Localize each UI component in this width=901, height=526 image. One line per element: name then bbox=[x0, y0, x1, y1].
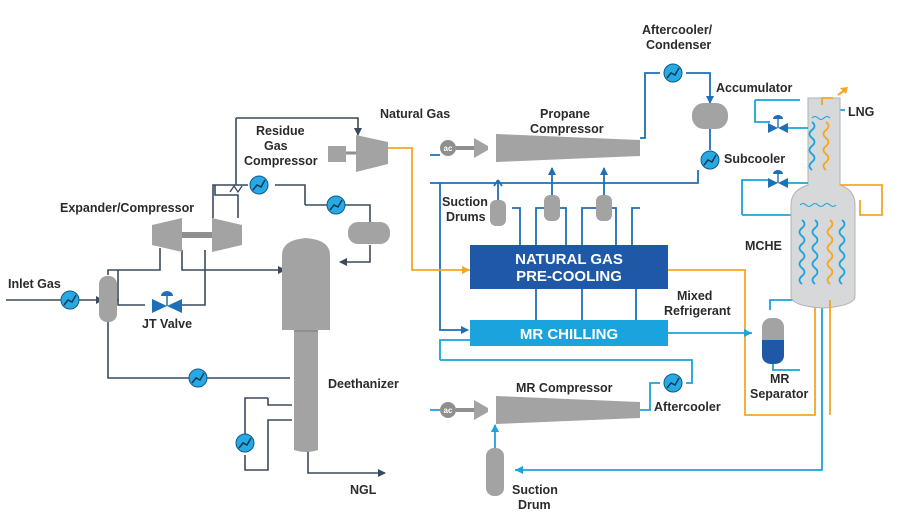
heat-exchanger-icon-mr-aftercooler bbox=[663, 373, 683, 393]
expander-compressor bbox=[152, 218, 242, 252]
accumulator-label: Accumulator bbox=[716, 81, 793, 95]
heat-exchanger-icon-overhead bbox=[326, 195, 346, 215]
ngl-label: NGL bbox=[350, 483, 377, 497]
line-break-icon bbox=[229, 184, 243, 194]
propane-label-line2: Compressor bbox=[530, 122, 604, 136]
deethanizer-column bbox=[282, 238, 330, 452]
mche-exchanger bbox=[790, 97, 856, 309]
mr-compressor: ac bbox=[440, 396, 640, 424]
mr-separator-label-line2: Separator bbox=[750, 387, 808, 401]
suction-drum-1 bbox=[490, 200, 506, 226]
mr-chilling-box bbox=[470, 320, 668, 346]
heat-exchanger-icon-reboiler bbox=[235, 433, 255, 453]
subcooler-label: Subcooler bbox=[724, 152, 785, 166]
residue-gas-compressor bbox=[328, 135, 388, 172]
aftercooler-condenser-label-line2: Condenser bbox=[646, 38, 711, 52]
mr-suction-drum bbox=[486, 448, 504, 496]
propane-label-line1: Propane bbox=[540, 107, 590, 121]
jt-valve-label: JT Valve bbox=[142, 317, 192, 331]
residue-label-line1: Residue bbox=[256, 124, 305, 138]
inlet-gas-label: Inlet Gas bbox=[8, 277, 61, 291]
mche-label: MCHE bbox=[745, 239, 782, 253]
mr-loop-lines bbox=[430, 99, 845, 474]
suction-drum-label-line2: Drum bbox=[518, 498, 551, 512]
suction-drums-label-line1: Suction bbox=[442, 195, 488, 209]
mche-expansion-valve-icon-1 bbox=[768, 115, 788, 133]
precool-to-chilling-lines bbox=[535, 289, 637, 320]
natural-gas-line bbox=[388, 147, 436, 271]
precooling-label-line1: NATURAL GAS bbox=[515, 251, 623, 268]
suction-drum-label-line1: Suction bbox=[512, 483, 558, 497]
residue-label-line2: Gas bbox=[264, 139, 288, 153]
suction-drum-2 bbox=[544, 195, 560, 221]
mixed-refrigerant-label-line1: Mixed bbox=[677, 289, 712, 303]
heat-exchanger-icon-condenser bbox=[663, 63, 683, 83]
suction-drum-3 bbox=[596, 195, 612, 221]
propane-compressor: ac bbox=[440, 134, 640, 162]
aftercooler-condenser-label-line1: Aftercooler/ bbox=[642, 23, 713, 37]
mr-separator bbox=[762, 318, 784, 364]
accumulator bbox=[692, 103, 728, 129]
suction-drums-label-line2: Drums bbox=[446, 210, 486, 224]
heat-exchanger-icon-residue bbox=[249, 175, 269, 195]
gas-processing-lines bbox=[6, 117, 386, 477]
lng-arrow bbox=[840, 87, 848, 94]
mr-compressor-label: MR Compressor bbox=[516, 381, 613, 395]
aftercooler-label: Aftercooler bbox=[654, 400, 721, 414]
natural-gas-precooling-box bbox=[470, 245, 668, 289]
heat-exchanger-icon-subcooler bbox=[700, 150, 720, 170]
jt-valve-icon bbox=[152, 291, 182, 313]
ac-motor-label-2: ac bbox=[444, 406, 453, 415]
heat-exchanger-icon-inlet bbox=[60, 290, 80, 310]
ac-motor-label: ac bbox=[444, 144, 453, 153]
mixed-refrigerant-label-line2: Refrigerant bbox=[664, 304, 732, 318]
propane-loop-lines bbox=[430, 72, 714, 334]
residue-label-line3: Compressor bbox=[244, 154, 318, 168]
expander-compressor-label: Expander/Compressor bbox=[60, 201, 194, 215]
heat-exchanger-icon-bottoms bbox=[188, 368, 208, 388]
deethanizer-label: Deethanizer bbox=[328, 377, 399, 391]
inlet-separator bbox=[99, 276, 117, 322]
mr-chilling-label: MR CHILLING bbox=[520, 326, 618, 343]
lng-label: LNG bbox=[848, 105, 874, 119]
mr-separator-label-line1: MR bbox=[770, 372, 789, 386]
natural-gas-label: Natural Gas bbox=[380, 107, 450, 121]
mche-expansion-valve-icon-2 bbox=[768, 170, 788, 188]
precooling-label-line2: PRE-COOLING bbox=[516, 268, 622, 285]
reflux-drum bbox=[348, 222, 390, 244]
